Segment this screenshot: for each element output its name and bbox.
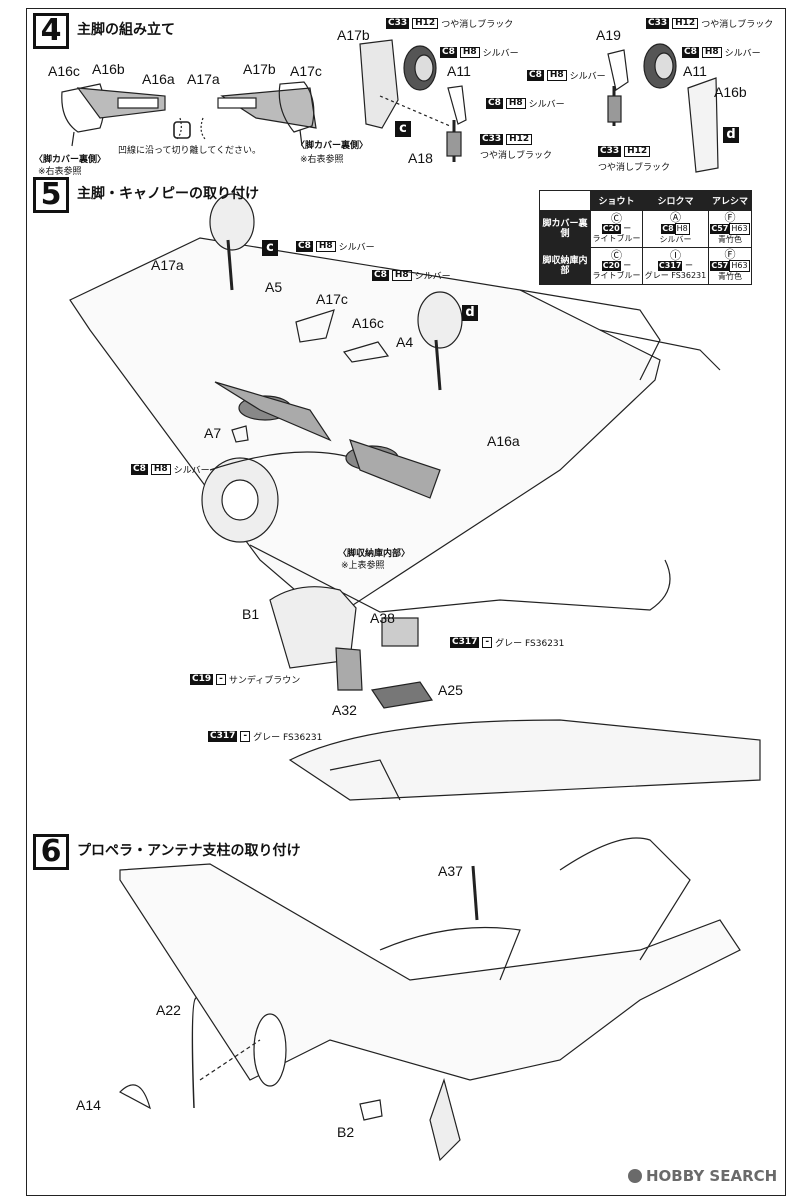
part-label: A38	[370, 610, 395, 626]
watermark: HOBBY SEARCH	[628, 1167, 777, 1185]
sub-assembly-c-badge: c	[262, 240, 278, 256]
part-label: A16a	[142, 71, 175, 87]
step-6-title: プロペラ・アンテナ支柱の取り付け	[77, 843, 301, 859]
part-label: A18	[408, 150, 433, 166]
row-header: 脚収納庫内部	[539, 247, 591, 285]
paint-tag: C317-グレー FS36231	[208, 731, 323, 743]
part-label: A16b	[714, 84, 747, 100]
part-label: A16c	[48, 63, 80, 79]
step-4-title: 主脚の組み立て	[77, 22, 175, 38]
step-4-number: 4	[33, 13, 69, 49]
cover-back-note-right: 〈脚カバー裏側〉	[296, 141, 369, 151]
sub-assembly-d-badge: d	[723, 127, 739, 143]
part-label: A14	[76, 1097, 101, 1113]
part-label: A32	[332, 702, 357, 718]
paint-tag: C317-グレー FS36231	[450, 637, 565, 649]
part-label: A7	[204, 425, 222, 441]
cover-back-note-left: 〈脚カバー裏側〉	[34, 155, 107, 165]
sub-assembly-c-badge: c	[395, 121, 411, 137]
bay-ref: ※上表参照	[341, 561, 385, 571]
part-label: A11	[683, 63, 707, 79]
part-label: A16c	[352, 315, 384, 331]
col-header: アレシマ	[707, 190, 753, 211]
part-label: A16b	[92, 61, 125, 77]
part-label: A17b	[337, 27, 370, 43]
part-label: B2	[337, 1124, 355, 1140]
paint-name: つや消しブラック	[598, 163, 671, 173]
part-label: A25	[438, 682, 463, 698]
part-label: A4	[396, 334, 414, 350]
bay-note: 〈脚収納庫内部〉	[338, 549, 411, 559]
part-label: A16a	[487, 433, 520, 449]
part-label: A37	[438, 863, 463, 879]
watermark-logo-icon	[628, 1169, 642, 1183]
paint-name: つや消しブラック	[480, 151, 553, 161]
sub-assembly-d-badge: d	[462, 305, 478, 321]
part-label: A17c	[316, 291, 348, 307]
part-label: A22	[156, 1002, 181, 1018]
cover-ref-right: ※右表参照	[300, 155, 344, 165]
step-6-number: 6	[33, 834, 69, 870]
col-header: ショウト	[589, 190, 644, 211]
col-header: シロクマ	[642, 190, 709, 211]
part-label: A19	[596, 27, 621, 43]
part-label: A5	[265, 279, 283, 295]
step-5-title: 主脚・キャノピーの取り付け	[77, 186, 259, 202]
paint-tag: C19-サンディブラウン	[190, 674, 301, 686]
part-label: A17a	[187, 71, 220, 87]
part-label: A11	[447, 63, 471, 79]
row-header: 脚カバー裏側	[539, 210, 591, 248]
page-frame	[26, 8, 786, 1196]
step-5-number: 5	[33, 177, 69, 213]
part-label: A17a	[151, 257, 184, 273]
part-label: A17b	[243, 61, 276, 77]
cut-note: 凹線に沿って切り離してください。	[118, 146, 262, 156]
part-label: B1	[242, 606, 260, 622]
cover-ref-left: ※右表参照	[38, 167, 82, 177]
part-label: A17c	[290, 63, 322, 79]
